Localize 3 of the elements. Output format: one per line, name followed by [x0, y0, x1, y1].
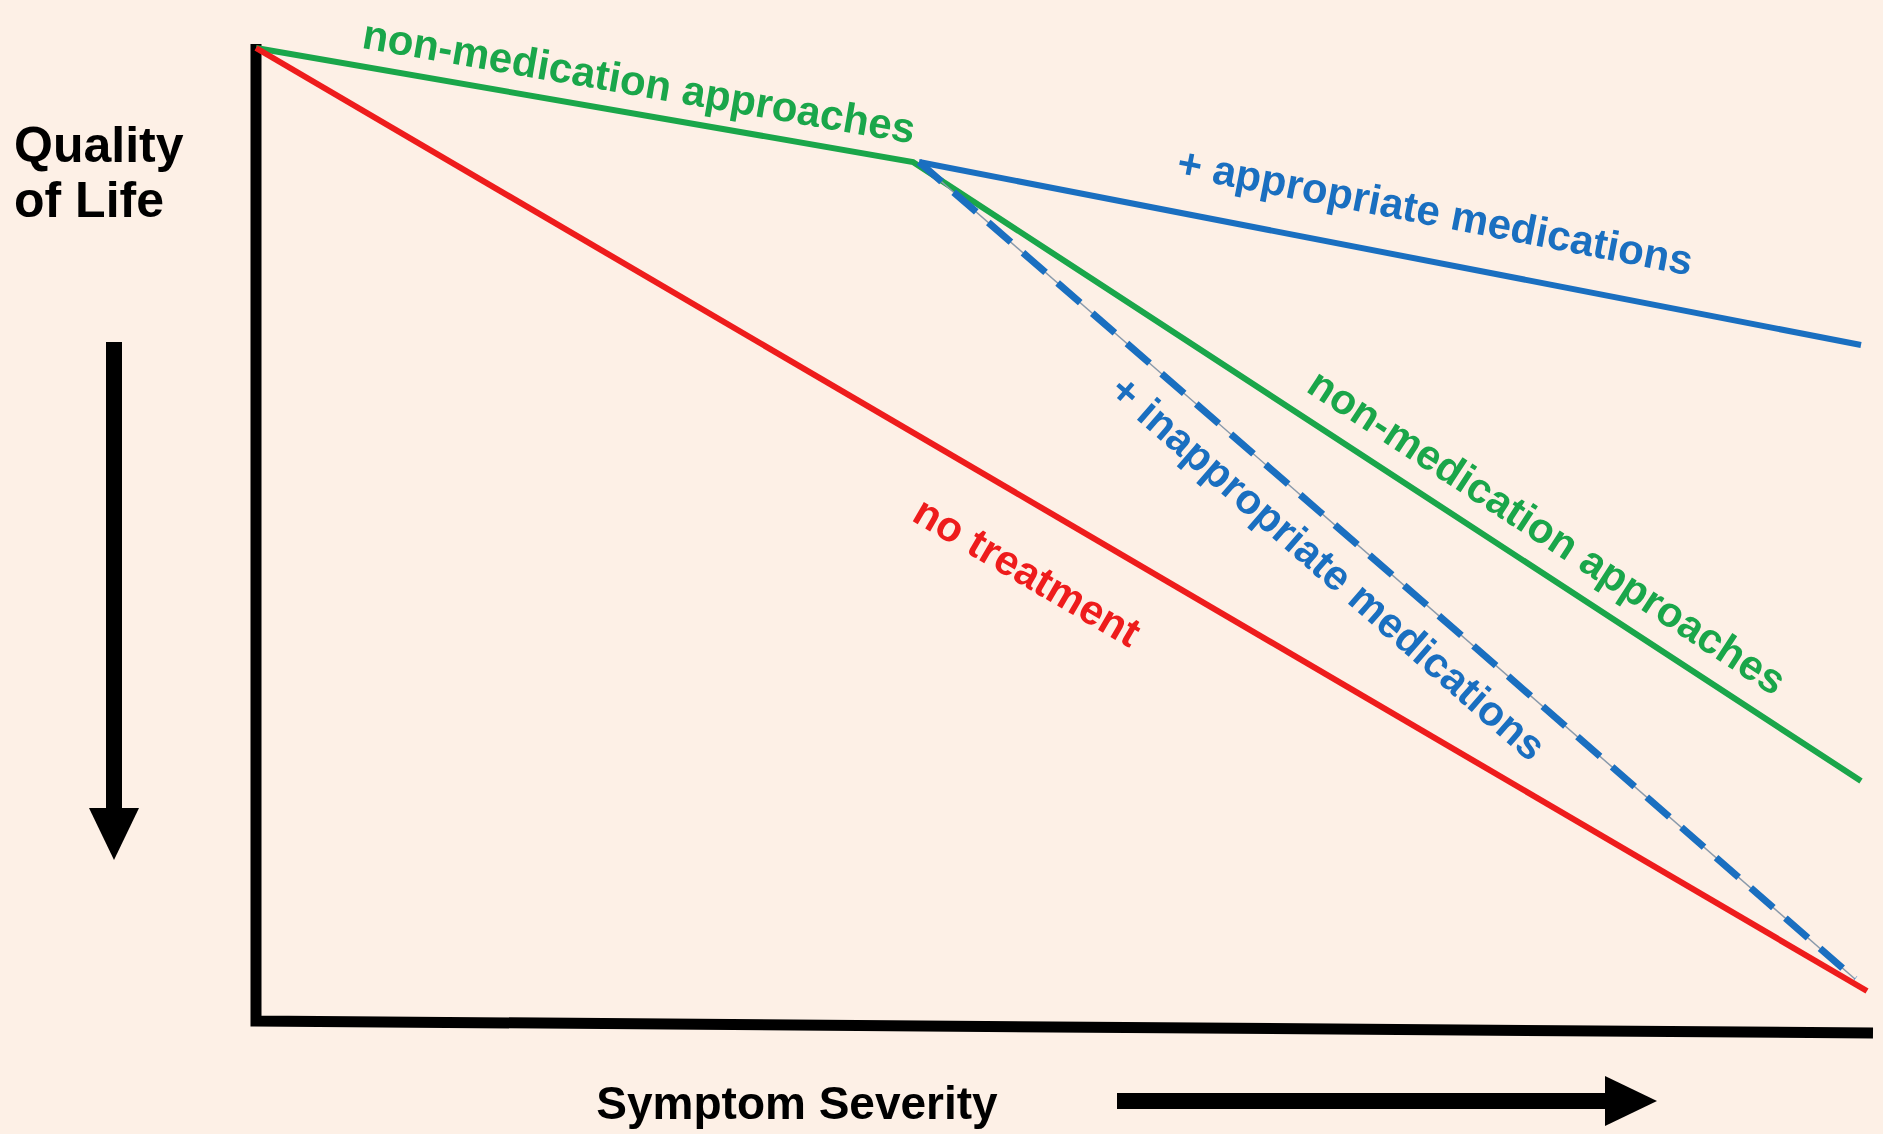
- axis-title: Quality of Life: [14, 118, 185, 228]
- line-label: + appropriate medications: [1173, 139, 1697, 285]
- axis-title: Symptom Severity: [596, 1077, 998, 1129]
